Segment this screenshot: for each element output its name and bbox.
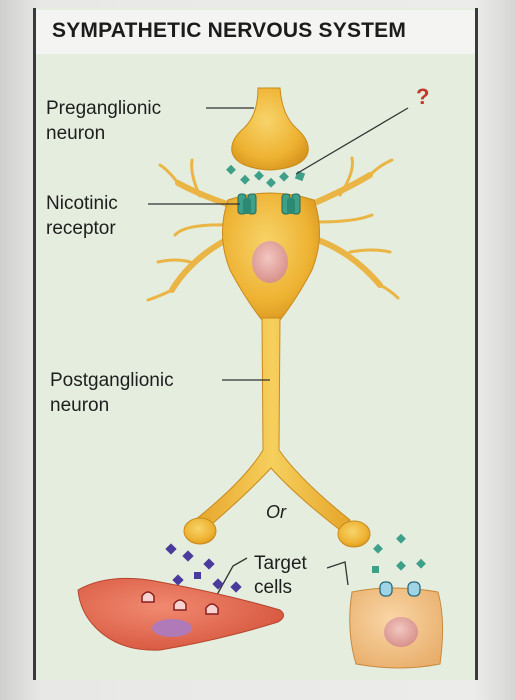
- gland-cell: [349, 581, 444, 669]
- preganglionic-neuron-label: Preganglionic neuron: [46, 98, 162, 144]
- postganglionic-cell-body: [221, 192, 321, 321]
- neurotransmitter-molecules-right: [372, 533, 426, 573]
- smooth-muscle-cell: [77, 577, 284, 651]
- nicotinic-receptor-label: Nicotinic receptor: [46, 193, 118, 239]
- or-label: Or: [266, 502, 286, 522]
- nicotinic-receptors: [237, 193, 301, 215]
- title-bar: [36, 10, 475, 54]
- gland-nucleus: [384, 617, 418, 647]
- diagram-title: SYMPATHETIC NERVOUS SYSTEM: [52, 19, 407, 42]
- muscle-nucleus: [152, 619, 192, 637]
- postganglionic-neuron-label: Postganglionic neuron: [50, 370, 174, 416]
- neurotransmitter-molecules-left: [165, 543, 242, 593]
- cell-nucleus: [252, 241, 288, 283]
- neurotransmitter-molecules-top: [226, 164, 306, 188]
- postganglionic-axon: [183, 317, 371, 548]
- preganglionic-neuron: [231, 87, 309, 171]
- unknown-neurotransmitter-label: ?: [416, 84, 430, 109]
- target-cells-label: Target cells: [254, 553, 307, 598]
